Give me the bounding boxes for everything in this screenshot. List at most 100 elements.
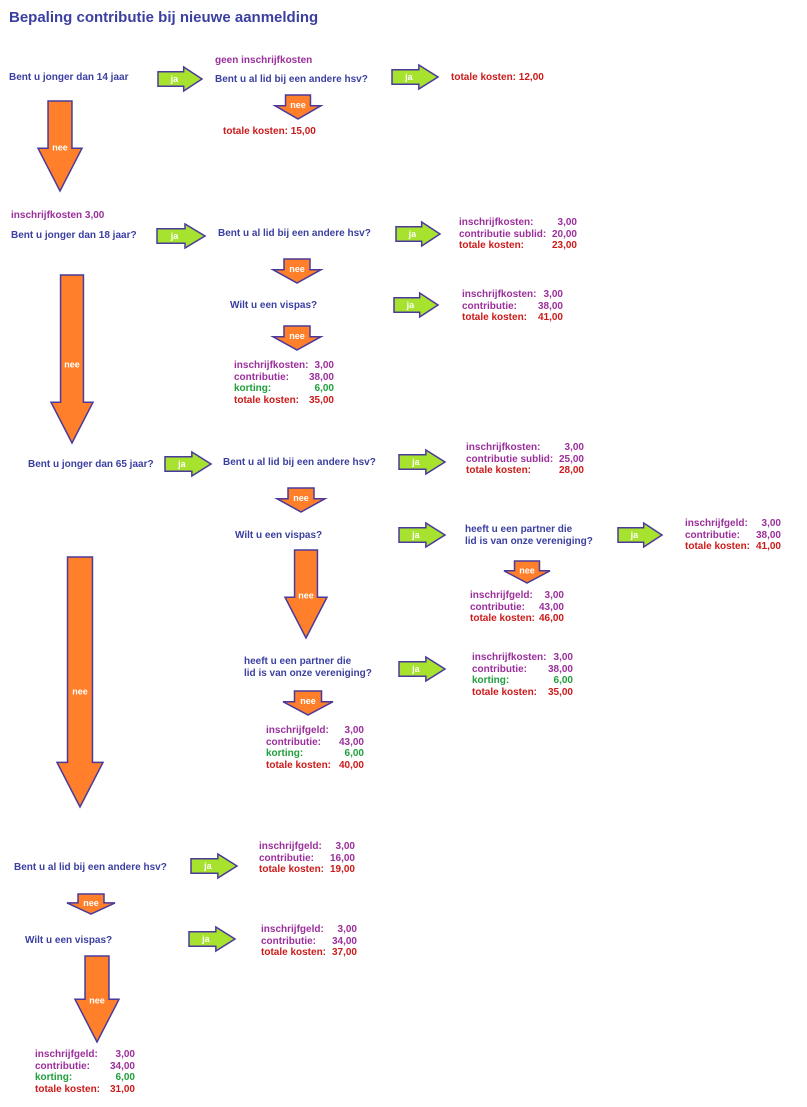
ja-label: ja [177, 459, 187, 469]
ja-arrow-shape [188, 925, 237, 953]
ja-label: ja [404, 72, 414, 82]
cost-row: contributie sublid:20,00 [459, 229, 577, 241]
nee-arrow-shape [283, 549, 329, 640]
ja-arrow-shape [393, 291, 440, 319]
cost-row: inschrijfkosten:3,00 [234, 360, 334, 372]
cost-label: inschrijfgeld: [470, 590, 533, 601]
cost-value: 3,00 [553, 652, 573, 663]
nee-arrow-icon: nee [66, 893, 116, 915]
nee-arrow-icon: nee [272, 94, 324, 120]
cost-row: totale kosten: 31,00 [35, 1084, 135, 1096]
cost-label: contributie: [234, 371, 289, 383]
cost-value: 3,00 [335, 841, 355, 852]
cost-row: inschrijfgeld:3,00 [685, 518, 781, 530]
cost-row: inschrijfgeld: 3,00 [266, 725, 364, 737]
cost-row: contributie:43,00 [266, 737, 364, 749]
nee-label: nee [72, 687, 88, 697]
cost-value: 3,00 [115, 1049, 135, 1060]
cost-value: 19,00 [329, 864, 355, 875]
question-member-other-hsv: Bent u al lid bij een andere hsv? [215, 74, 368, 85]
ja-label: ja [630, 530, 640, 540]
cost-label: inschrijfgeld: [259, 841, 322, 852]
ja-label: ja [411, 664, 421, 674]
question-under-14: Bent u jonger dan 14 jaar [9, 72, 129, 83]
cost-row: contributie:34,00 [35, 1061, 135, 1073]
nee-label: nee [289, 331, 305, 341]
cost-row: contributie: 43,00 [470, 602, 564, 614]
cost-row: contributie sublid:25,00 [466, 454, 584, 466]
cost-label: inschrijfgeld: [261, 924, 324, 935]
cost-row: inschrijfkosten:3,00 [466, 442, 584, 454]
nee-arrow-icon: nee [274, 487, 328, 513]
ja-label: ja [408, 229, 418, 239]
nee-label: nee [89, 995, 105, 1005]
cost-row: totale kosten:37,00 [261, 947, 357, 959]
cost-row: totale kosten:46,00 [470, 613, 564, 625]
cost-label: totale kosten: [35, 1083, 101, 1095]
result-total: totale kosten: 12,00 [451, 72, 544, 83]
cost-row: korting:6,00 [266, 748, 364, 760]
cost-row: inschrijfgeld:3,00 [261, 924, 357, 936]
cost-label: inschrijfkosten: [466, 442, 541, 453]
cost-label: korting: [472, 675, 510, 686]
cost-row: contributie:38,00 [234, 372, 334, 384]
nee-arrow-icon: nee [49, 274, 95, 445]
cost-value: 6,00 [344, 748, 364, 759]
question-under-18: Bent u jonger dan 18 jaar? [11, 230, 137, 241]
question-line: heeft u een partner die [465, 524, 573, 535]
cost-label: contributie: [266, 736, 321, 748]
nee-label: nee [289, 264, 305, 274]
cost-label: inschrijfgeld: [685, 518, 748, 529]
ja-label: ja [170, 74, 180, 84]
cost-row: totale kosten:35,00 [472, 687, 573, 699]
nee-label: nee [64, 360, 80, 370]
ja-label: ja [411, 457, 421, 467]
cost-value: 37,00 [331, 947, 357, 958]
cost-label: korting: [35, 1072, 73, 1083]
cost-row: inschrijfkosten:3,00 [472, 652, 573, 664]
ja-arrow-icon: ja [156, 222, 207, 250]
cost-value: 43,00 [538, 601, 564, 613]
cost-label: totale kosten: [459, 240, 525, 251]
cost-label: contributie: [470, 601, 525, 613]
nee-arrow-shape [274, 487, 328, 513]
cost-value: 40,00 [338, 759, 364, 771]
note-no-registration: geen inschrijfkosten [215, 55, 313, 66]
cost-label: totale kosten: [466, 465, 532, 476]
cost-value: 41,00 [755, 541, 781, 552]
cost-row: inschrijfkosten: 3,00 [462, 289, 563, 301]
nee-label: nee [298, 591, 314, 601]
ja-arrow-icon: ja [164, 450, 213, 478]
cost-value: 31,00 [109, 1083, 135, 1095]
cost-label: korting: [234, 383, 272, 394]
cost-value: 6,00 [314, 383, 334, 394]
nee-arrow-icon: nee [270, 325, 324, 351]
cost-row: inschrijfgeld:3,00 [470, 590, 564, 602]
question-partner-member: heeft u een partner die lid is van onze … [244, 656, 372, 680]
ja-arrow-icon: ja [398, 448, 447, 476]
ja-arrow-icon: ja [391, 63, 440, 91]
note-registration-fee: inschrijfkosten 3,00 [11, 210, 105, 221]
ja-arrow-shape [190, 852, 239, 880]
cost-row: korting:6,00 [35, 1072, 135, 1084]
cost-label: totale kosten: [266, 759, 332, 771]
ja-arrow-shape [157, 65, 204, 93]
cost-value: 3,00 [344, 725, 364, 736]
cost-label: inschrijfgeld: [266, 725, 329, 736]
cost-row: contributie:38,00 [472, 664, 573, 676]
question-member-other-hsv: Bent u al lid bij een andere hsv? [14, 862, 167, 873]
nee-label: nee [519, 565, 535, 575]
cost-value: 16,00 [329, 852, 355, 864]
cost-label: inschrijfkosten: [462, 289, 537, 300]
cost-label: inschrijfkosten: [459, 217, 534, 228]
cost-value: 3,00 [543, 289, 563, 300]
nee-arrow-shape [282, 690, 334, 716]
cost-row: korting:6,00 [472, 675, 573, 687]
ja-arrow-icon: ja [188, 925, 237, 953]
ja-arrow-icon: ja [393, 291, 440, 319]
